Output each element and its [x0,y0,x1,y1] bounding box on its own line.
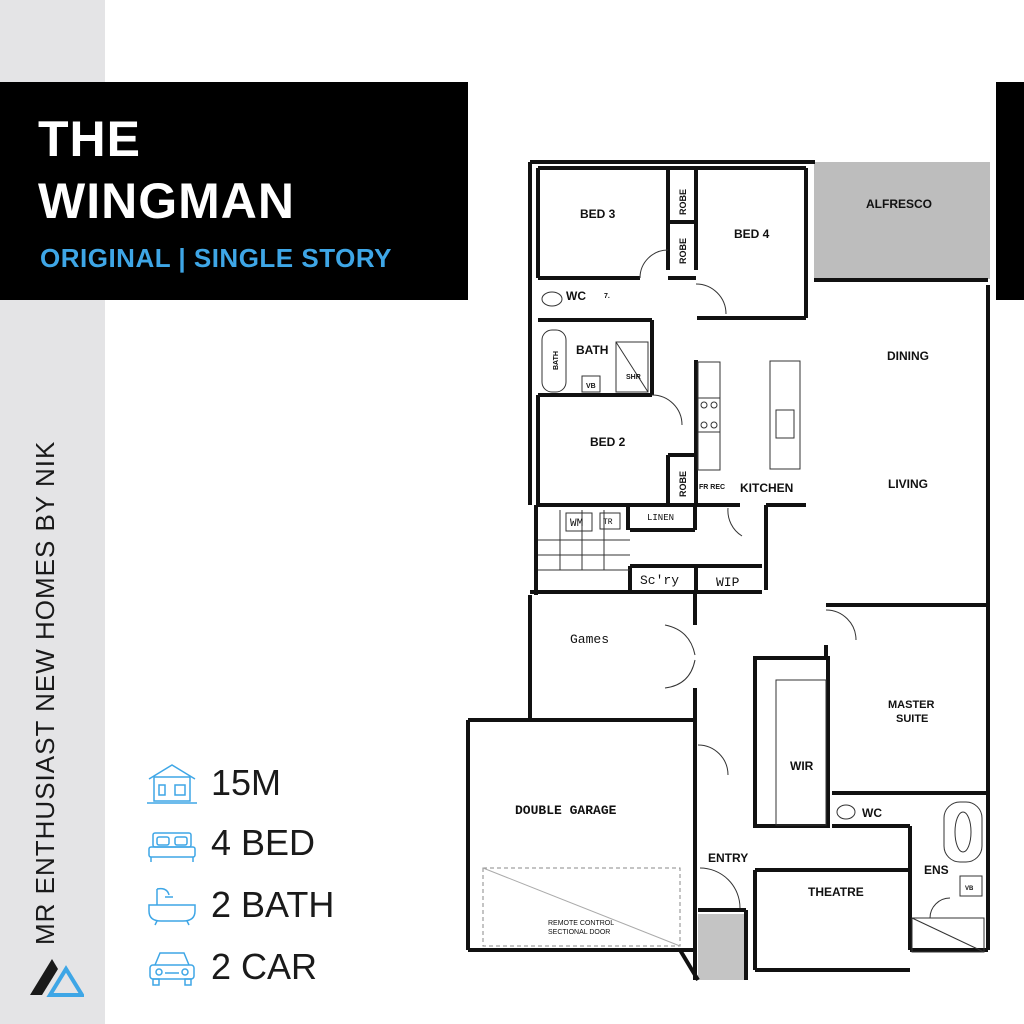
room-label-games: Games [570,632,609,647]
plan-title: THE WINGMAN [38,108,295,232]
room-label-wir: WIR [790,759,814,773]
room-label-fridge-recess: FR REC [699,484,725,491]
bathtub-icon [148,887,196,926]
room-label-scullery: Sc'ry [640,573,679,588]
room-label-robe-2: ROBE [678,238,688,264]
room-label-robe-3: ROBE [678,471,688,497]
room-label-dining: DINING [887,349,929,363]
spec-garage: 2 CAR [145,942,317,992]
spec-bedrooms: 4 BED [145,818,315,868]
room-label-alfresco: ALFRESCO [866,197,932,211]
room-label-wc-1: WC [566,289,586,303]
room-label-living: LIVING [888,477,928,491]
spec-bedrooms-value: 4 BED [211,822,316,863]
spec-frontage-value: 15M [211,762,282,803]
room-label-bed3: BED 3 [580,207,616,221]
car-icon [149,952,195,986]
garage-door-label-1: REMOTE CONTROL [548,920,614,927]
room-label-theatre: THEATRE [808,885,864,899]
bed-icon [148,832,196,862]
room-label-wm: WM [570,518,583,530]
room-label-wc-2: WC [862,806,882,820]
room-label-double-garage: DOUBLE GARAGE [515,803,617,818]
room-label-shr-1: SHR [626,374,641,381]
room-label-bed2: BED 2 [590,435,626,449]
fixtures [538,249,985,953]
garage-door-diagonal [482,867,681,947]
spec-bathrooms-value: 2 BATH [211,884,335,925]
room-label-linen: LINEN [647,513,674,523]
brand-logo-icon [30,959,84,997]
room-label-entry: ENTRY [708,851,748,865]
entry-porch [698,914,746,980]
title-line-1: THE [38,111,141,167]
room-label-vb-1: VB [586,383,596,390]
banner-edge [996,82,1024,300]
room-label-robe-1: ROBE [678,189,688,215]
alfresco-area [814,162,990,279]
walls [466,160,990,982]
room-label-master-1: MASTER [888,699,935,711]
room-label-bath-tub: BATH [553,351,560,370]
house-frontage-icon [147,764,197,804]
floor-plan: BED 3 BED 4 ALFRESCO ROBE ROBE WC 7. BAT… [466,160,990,982]
room-label-seven: 7. [604,293,610,300]
room-label-bed4: BED 4 [734,227,770,241]
garage-door-label-2: SECTIONAL DOOR [548,929,610,936]
room-label-ens: ENS [924,863,949,877]
room-label-bath: BATH [576,343,608,357]
spec-frontage: 15M [145,758,281,808]
title-line-2: WINGMAN [38,173,295,229]
room-label-vb-2: VB [965,886,974,892]
garage-door-zone [482,867,681,947]
title-banner [0,82,468,300]
plan-subtitle: ORIGINAL | SINGLE STORY [40,243,393,273]
spec-bathrooms: 2 BATH [145,880,334,930]
room-label-tr: TR [603,518,613,527]
brand-vertical-text: MR ENTHUSIAST NEW HOMES BY NIK [30,440,60,945]
spec-garage-value: 2 CAR [211,946,318,987]
room-label-kitchen: KITCHEN [740,481,793,495]
room-label-wip: WIP [716,575,740,590]
room-label-master-2: SUITE [896,713,928,725]
